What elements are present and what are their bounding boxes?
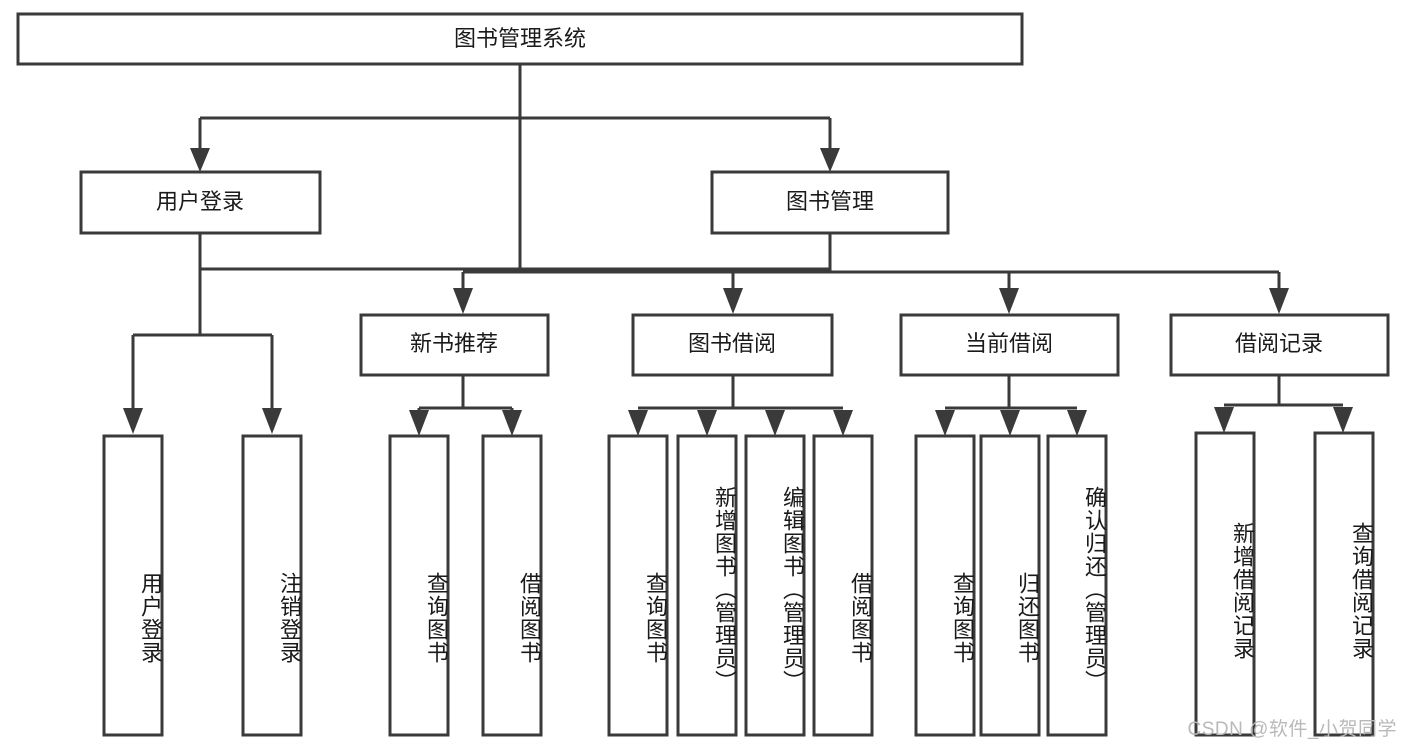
arrowhead-leaf-add-book xyxy=(697,410,717,436)
node-root-box[interactable] xyxy=(16,12,1024,66)
node-leaf-user-login-box[interactable] xyxy=(102,434,164,737)
arrowhead-leaf-query-book-1 xyxy=(409,410,429,436)
node-leaf-borrow-book-2-label: 借阅图书 xyxy=(848,572,873,664)
node-root[interactable]: 图书管理系统 xyxy=(16,12,1024,66)
node-leaf-borrow-book-2-box[interactable] xyxy=(812,434,874,737)
arrowhead-book-borrow xyxy=(723,288,743,314)
arrowhead-leaf-query-record xyxy=(1333,407,1353,433)
node-book-borrow-box[interactable] xyxy=(631,313,834,377)
node-user-login[interactable]: 用户登录 xyxy=(79,170,322,235)
node-borrow-record[interactable]: 借阅记录 xyxy=(1169,313,1390,377)
node-leaf-confirm-return-box[interactable] xyxy=(1046,434,1108,737)
node-borrow-record-label: 借阅记录 xyxy=(1235,331,1323,356)
node-leaf-query-record-box[interactable] xyxy=(1313,431,1375,737)
connector-group-borrow-record-children xyxy=(1214,375,1353,433)
arrowhead-leaf-query-book-2 xyxy=(628,410,648,436)
node-leaf-add-book-label: 新增图书（管理员） xyxy=(712,485,737,693)
node-new-book-recommend-label: 新书推荐 xyxy=(410,331,498,356)
node-book-borrow-label: 图书借阅 xyxy=(688,331,776,356)
node-leaf-add-record-label: 新增借阅记录 xyxy=(1230,522,1255,660)
node-current-borrow-label: 当前借阅 xyxy=(965,331,1053,356)
arrowhead-leaf-edit-book xyxy=(765,410,785,436)
arrowhead-borrow-record xyxy=(1269,288,1289,314)
arrowhead-leaf-logout xyxy=(262,408,282,434)
node-leaf-return-book-box[interactable] xyxy=(979,434,1041,737)
node-leaf-return-book-label: 归还图书 xyxy=(1015,572,1040,664)
node-new-book-recommend[interactable]: 新书推荐 xyxy=(359,313,550,377)
node-leaf-confirm-return-label: 确认归还（管理员） xyxy=(1082,485,1107,693)
node-book-borrow[interactable]: 图书借阅 xyxy=(631,313,834,377)
connector-group-book-borrow-children xyxy=(628,375,853,436)
node-book-manage[interactable]: 图书管理 xyxy=(710,170,950,235)
node-leaf-query-book-1-label: 查询图书 xyxy=(424,572,449,664)
csdn-watermark: CSDN @软件_小贺同学 xyxy=(1187,719,1397,740)
node-leaf-edit-book-box[interactable] xyxy=(744,434,806,737)
node-leaf-query-book-3-label: 查询图书 xyxy=(950,572,975,664)
connector-group-user-login-children xyxy=(123,233,282,434)
node-leaf-logout-login-box[interactable] xyxy=(241,434,303,737)
node-leaf-query-book-2-box[interactable] xyxy=(607,434,669,737)
arrowhead-user-login xyxy=(190,148,210,172)
node-leaf-logout-login-label: 注销登录 xyxy=(277,572,302,664)
arrowhead-leaf-borrow-book-2 xyxy=(833,410,853,436)
connector-group-level1 xyxy=(190,118,840,172)
connector-group-level1-bus xyxy=(200,64,830,120)
connector-group-book-manage-children xyxy=(453,233,1289,314)
arrowhead-leaf-borrow-book-1 xyxy=(502,410,522,436)
node-current-borrow[interactable]: 当前借阅 xyxy=(899,313,1120,377)
arrowhead-leaf-query-book-3 xyxy=(935,410,955,436)
node-leaf-borrow-book-1-box[interactable] xyxy=(481,434,543,737)
node-book-manage-box[interactable] xyxy=(710,170,950,235)
node-book-manage-label: 图书管理 xyxy=(786,189,874,214)
node-new-book-recommend-box[interactable] xyxy=(359,313,550,377)
node-root-label: 图书管理系统 xyxy=(454,26,586,51)
node-user-login-box[interactable] xyxy=(79,170,322,235)
node-leaf-borrow-book-1-label: 借阅图书 xyxy=(517,572,542,664)
arrowhead-new-book-recommend xyxy=(453,288,473,314)
arrowhead-leaf-confirm-return xyxy=(1067,410,1087,436)
connector-group-current-borrow-children xyxy=(935,375,1087,436)
node-leaf-query-book-1-box[interactable] xyxy=(388,434,450,737)
arrowhead-leaf-return-book xyxy=(1000,410,1020,436)
connector-group-new-book-children xyxy=(409,375,522,436)
arrowhead-current-borrow xyxy=(999,288,1019,314)
node-current-borrow-box[interactable] xyxy=(899,313,1120,377)
node-leaf-user-login-label: 用户登录 xyxy=(138,572,163,664)
node-user-login-label: 用户登录 xyxy=(156,189,244,214)
node-leaf-query-book-3-box[interactable] xyxy=(914,434,976,737)
node-leaf-add-record-box[interactable] xyxy=(1194,431,1256,737)
arrowhead-book-manage xyxy=(820,148,840,172)
node-leaf-add-book-box[interactable] xyxy=(676,434,738,737)
arrowhead-leaf-user-login xyxy=(123,408,143,434)
arrowhead-leaf-add-record xyxy=(1214,407,1234,433)
node-leaf-query-book-2-label: 查询图书 xyxy=(643,572,668,664)
node-borrow-record-box[interactable] xyxy=(1169,313,1390,377)
node-leaf-edit-book-label: 编辑图书（管理员） xyxy=(780,485,805,693)
node-leaf-query-record-label: 查询借阅记录 xyxy=(1349,522,1374,660)
